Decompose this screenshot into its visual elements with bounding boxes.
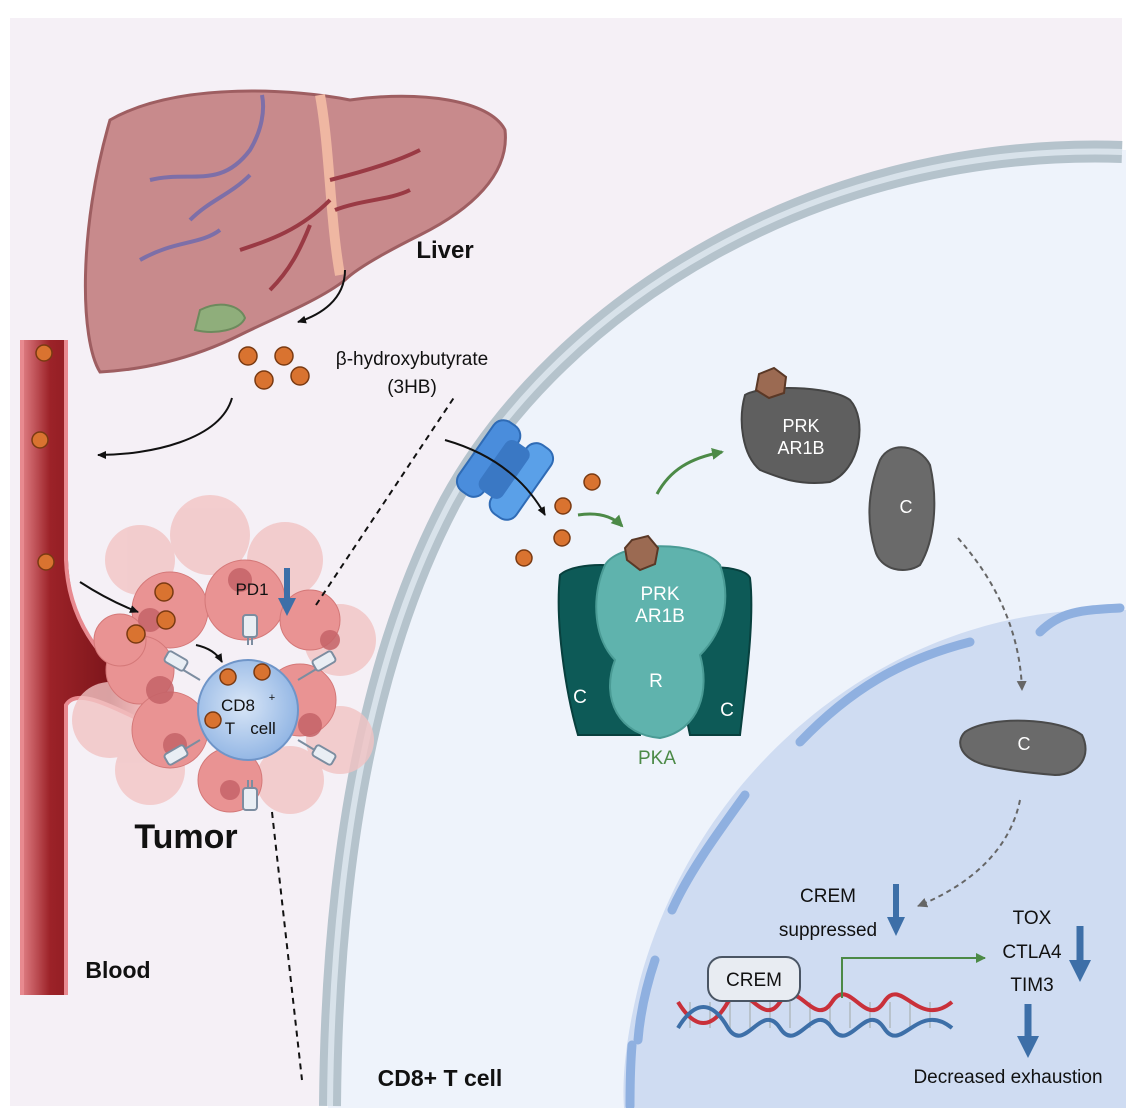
cd8-label-line3: cell: [250, 719, 276, 738]
catalytic-to-nucleus-arrow: [957, 537, 1027, 691]
decreased-exhaustion-label: Decreased exhaustion: [913, 1067, 1102, 1088]
crem-box-label: CREM: [726, 970, 782, 991]
zoom-line-lower: [271, 811, 303, 1081]
tumor-to-tcell-arrow: [195, 644, 223, 663]
metabolite-label-line2: (3HB): [387, 377, 437, 398]
nuclear-catalytic-subunit: [959, 719, 1087, 777]
3hb-to-blood-arrow: [97, 397, 233, 459]
pka-r-label: R: [649, 671, 663, 692]
cd8-tcell-small: [163, 614, 337, 811]
pka-dissociation-arrow: [655, 447, 724, 495]
pka-label: PKA: [638, 748, 676, 769]
blood-to-tumor-arrow: [79, 581, 139, 613]
zoom-line-upper: [315, 395, 456, 606]
tox-label: TOX: [1013, 908, 1052, 929]
catalytic-to-crem-arrow: [917, 799, 1021, 908]
cd8-label-line2: T: [225, 719, 235, 738]
crem-down-arrow-head: [887, 917, 905, 936]
free-prkar1b: [740, 366, 861, 485]
pd1-label: PD1: [235, 580, 268, 599]
liver-to-3hb-arrow: [297, 269, 346, 324]
liver-label: Liver: [416, 237, 473, 264]
transcription-arrow: [841, 953, 986, 998]
cd8-panel-label: CD8+ T cell: [378, 1065, 503, 1091]
metabolite-label-line1: β-hydroxybutyrate: [336, 349, 488, 370]
pd1-down-arrow-head: [278, 598, 296, 616]
blood-3hb: [31, 344, 55, 571]
ctla4-label: CTLA4: [1002, 942, 1062, 963]
pka-complex: [557, 534, 753, 740]
crem-box: [707, 956, 801, 1002]
exhaustion-down-arrow-head: [1017, 1036, 1039, 1058]
nuclear-c-label: C: [1018, 734, 1031, 754]
3hb-to-pka-arrow: [577, 512, 624, 528]
tumor-3hb: [126, 582, 176, 644]
free-catalytic-subunit: [868, 446, 936, 571]
transport-arrow: [444, 439, 546, 516]
cd8-label-sup: +: [269, 692, 275, 704]
tim3-label: TIM3: [1010, 975, 1053, 996]
tumor-mass: [72, 495, 376, 814]
crem-suppressed-line2: suppressed: [779, 920, 877, 941]
crem-suppressed-line1: CREM: [800, 886, 856, 907]
3hb-cluster: [238, 346, 310, 390]
pka-prk-label-line2: AR1B: [635, 606, 685, 627]
free-prk-label-line1: PRK: [782, 416, 819, 436]
free-prk-label-line2: AR1B: [777, 438, 824, 458]
blood-label: Blood: [85, 957, 150, 983]
nuclear-envelope: [625, 603, 1125, 1111]
tumor-label: Tumor: [134, 818, 237, 856]
dna-helix: [676, 992, 954, 1038]
cytoplasm-3hb: [515, 473, 601, 567]
pka-c-left-label: C: [573, 687, 587, 708]
cell-membrane-inner: [327, 148, 1123, 1107]
genes-down-arrow-head: [1069, 960, 1091, 982]
liver-illustration: [83, 89, 507, 374]
free-c-label: C: [900, 497, 913, 517]
cd8-label-line1: CD8: [221, 696, 255, 715]
pka-prk-label-line1: PRK: [640, 584, 679, 605]
pka-c-right-label: C: [720, 700, 734, 721]
